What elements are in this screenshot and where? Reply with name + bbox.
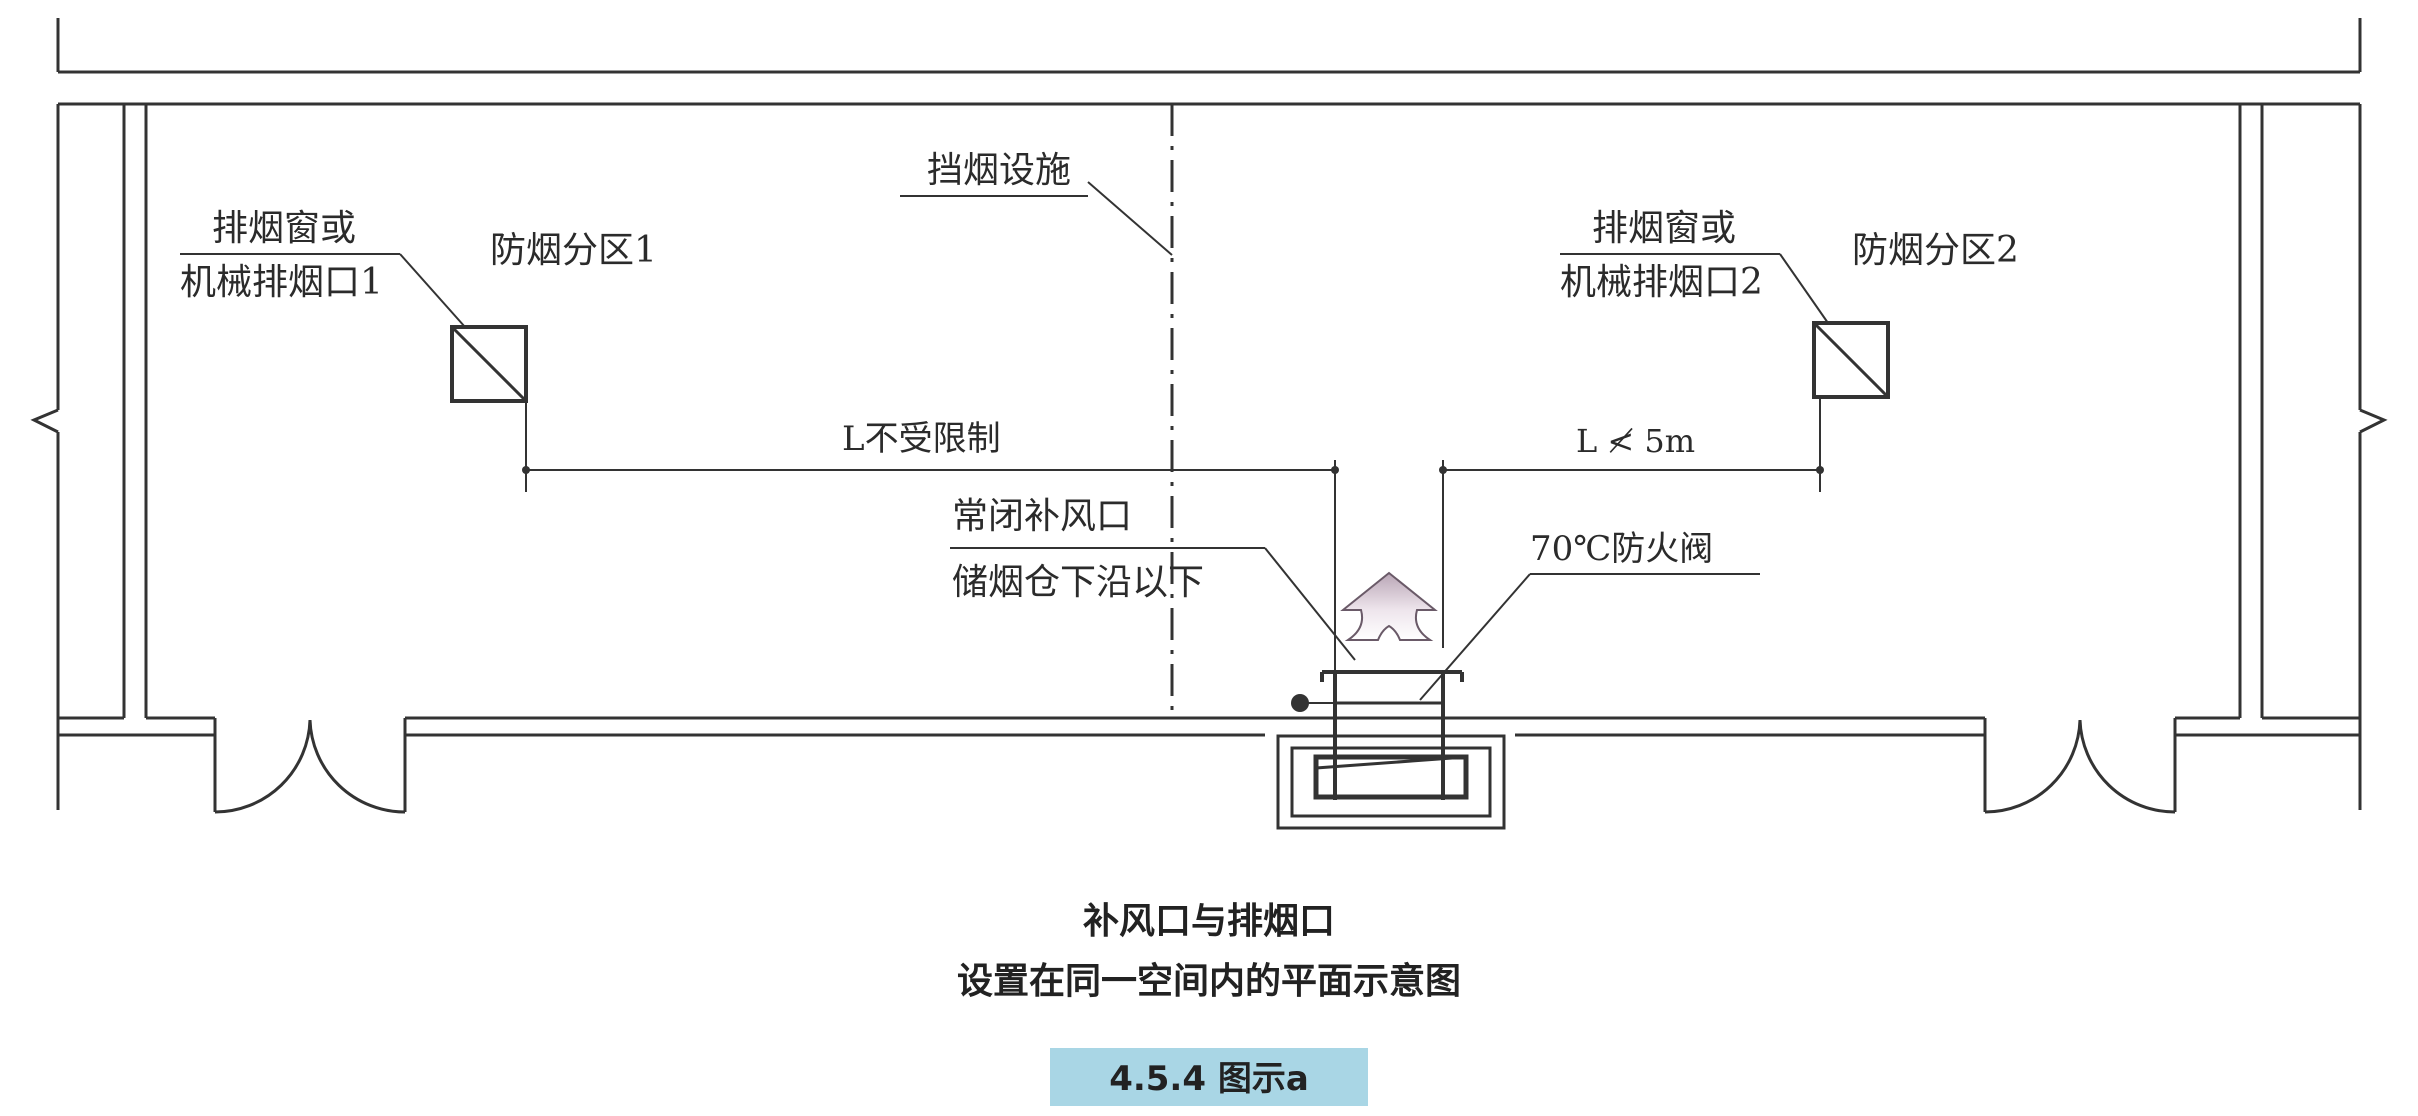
label-zone-2: 防烟分区2: [1852, 230, 2019, 271]
label-dist-unlimited: L不受限制: [842, 419, 1001, 459]
figure-number-band: [1050, 1048, 1368, 1106]
damper-indicator-dot: [1291, 694, 1309, 712]
figure-number: 4.5.4 图示a: [1109, 1059, 1309, 1099]
label-inlet-line1: 常闭补风口: [952, 496, 1132, 537]
label-vent-1-line1: 排烟窗或: [212, 208, 356, 249]
right-door: [1983, 719, 2177, 814]
right-wall: [2238, 102, 2388, 810]
air-inlet-assembly: [1276, 670, 1506, 830]
bottom-wall: [58, 716, 2360, 737]
smoke-vent-2: [1812, 321, 1890, 399]
label-fire-damper: 70℃防火阀: [1530, 529, 1713, 569]
label-vent-2-line2: 机械排烟口2: [1560, 262, 1763, 303]
left-wall: [30, 102, 148, 810]
label-vent-2-line1: 排烟窗或: [1592, 208, 1736, 249]
smoke-vent-1: [450, 325, 528, 403]
label-vent-1-line2: 机械排烟口1: [180, 262, 383, 303]
label-dist-limit: L ≮ 5m: [1576, 422, 1695, 460]
airflow-arrow-icon: [1340, 571, 1438, 641]
dimension-limit: [1442, 397, 1821, 648]
label-smoke-barrier: 挡烟设施: [927, 150, 1071, 191]
label-zone-1: 防烟分区1: [490, 230, 657, 271]
left-door: [213, 719, 407, 814]
caption-line1: 补风口与排烟口: [1083, 901, 1335, 942]
label-inlet-line2: 储烟仓下沿以下: [952, 562, 1204, 603]
caption-line2: 设置在同一空间内的平面示意图: [957, 961, 1461, 1002]
